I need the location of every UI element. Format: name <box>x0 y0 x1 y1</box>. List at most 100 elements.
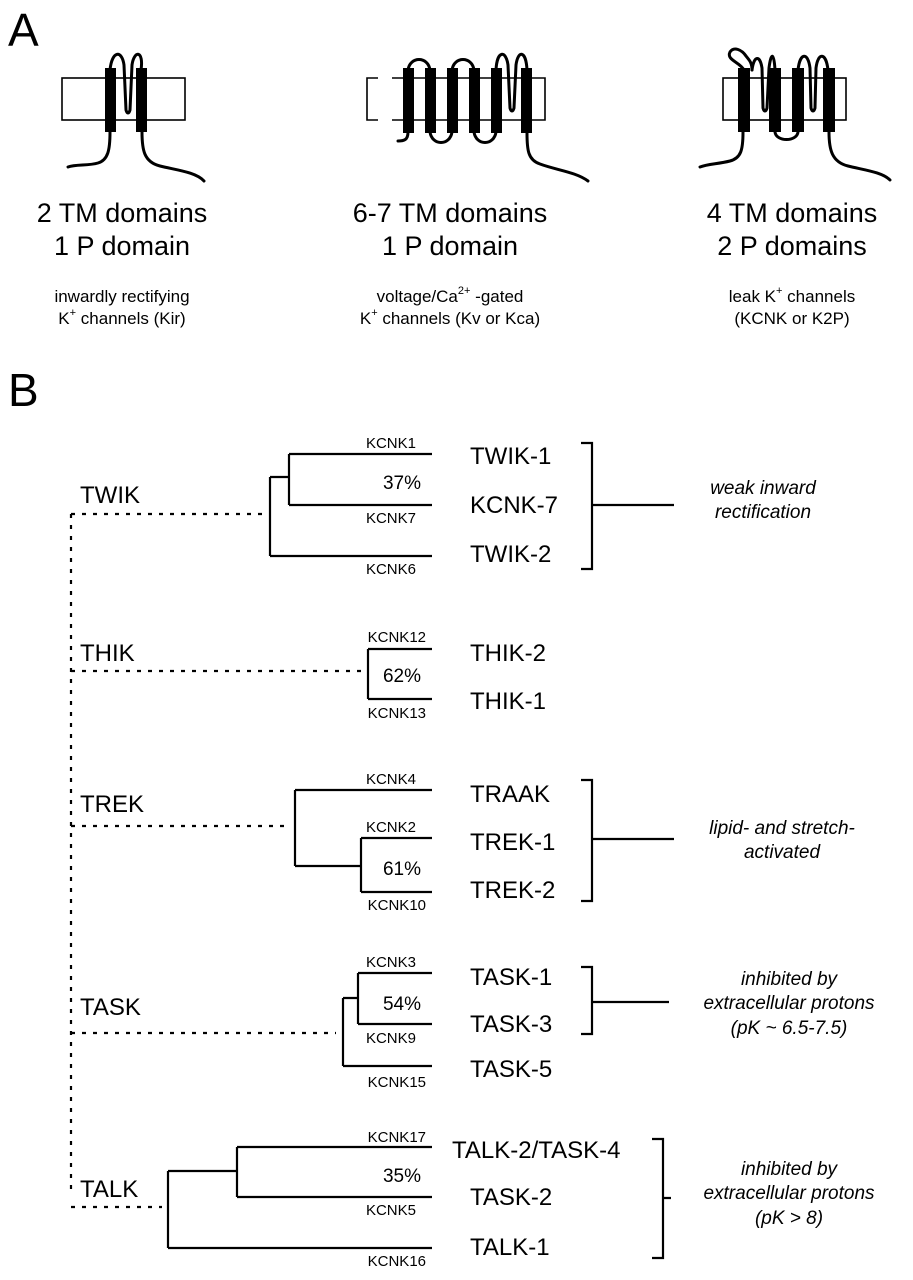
channel-name: TREK-2 <box>470 877 555 904</box>
family-talk: TALK KCNK17 KCNK5 KCNK16 35% TALK-2/TASK… <box>71 1129 875 1270</box>
channel-name: TREK-1 <box>470 829 555 856</box>
channel-name: TASK-5 <box>470 1056 552 1083</box>
kir-tm-count: 2 TM domains <box>37 198 208 228</box>
gene-label: KCNK17 <box>368 1129 426 1146</box>
gene-label: KCNK10 <box>368 897 426 914</box>
tm-segment <box>738 68 750 132</box>
family-label: TREK <box>80 791 144 818</box>
identity-percent: 61% <box>383 859 421 880</box>
subtree-branches <box>268 452 432 558</box>
n-terminus <box>396 130 410 143</box>
channel-name: TWIK-2 <box>470 541 551 568</box>
property-note: rectification <box>715 502 811 523</box>
property-note: activated <box>744 842 821 863</box>
kv-topology-diagram <box>366 52 590 183</box>
tm-segment <box>136 68 147 132</box>
kir-topology-diagram <box>61 52 206 183</box>
kv-desc-1: voltage/Ca2+ -gated <box>377 285 524 306</box>
family-task: TASK KCNK3 KCNK9 KCNK15 54% TASK-1 TASK-… <box>71 954 875 1091</box>
family-label: THIK <box>80 640 135 667</box>
p-loop <box>494 52 529 113</box>
tm-segment <box>792 68 804 132</box>
property-note: inhibited by <box>741 1159 839 1180</box>
channel-name: TWIK-1 <box>470 443 551 470</box>
channel-name: TASK-2 <box>470 1184 552 1211</box>
gene-label: KCNK12 <box>368 629 426 646</box>
panel-a-letter: A <box>8 4 39 56</box>
property-bracket <box>581 965 669 1036</box>
gene-label: KCNK6 <box>366 561 416 578</box>
extracellular-loop <box>450 58 476 72</box>
property-bracket <box>652 1137 671 1260</box>
gene-label: KCNK13 <box>368 705 426 722</box>
channel-name: TRAAK <box>470 781 550 808</box>
intracellular-loop <box>428 130 454 144</box>
channel-name: TASK-3 <box>470 1011 552 1038</box>
c-terminus <box>525 131 590 183</box>
tm-segment <box>769 68 781 132</box>
gene-label: KCNK4 <box>366 771 416 788</box>
cap-loop <box>727 47 754 72</box>
gene-label: KCNK1 <box>366 435 416 452</box>
property-bracket <box>581 441 674 571</box>
gene-label: KCNK7 <box>366 510 416 527</box>
channel-name: KCNK-7 <box>470 492 558 519</box>
kv-p-count: 1 P domain <box>382 231 518 261</box>
k2p-tm-count: 4 TM domains <box>707 198 878 228</box>
channel-name: TALK-2/TASK-4 <box>452 1137 621 1164</box>
gene-label: KCNK3 <box>366 954 416 971</box>
tm-segment <box>491 68 502 133</box>
c-terminus <box>140 130 206 183</box>
identity-percent: 35% <box>383 1166 421 1187</box>
gene-label: KCNK2 <box>366 819 416 836</box>
channel-name: THIK-2 <box>470 640 546 667</box>
channel-name: THIK-1 <box>470 688 546 715</box>
tm-segment <box>521 68 532 133</box>
channel-name: TASK-1 <box>470 964 552 991</box>
tm-segment <box>823 68 835 132</box>
k2p-desc-1: leak K+ channels <box>729 285 855 306</box>
tm-segment <box>403 68 414 133</box>
family-twik: TWIK KCNK1 KCNK7 KCNK6 37% TWIK-1 KCNK-7… <box>71 435 817 578</box>
p-loop-1 <box>750 54 777 113</box>
property-note: extracellular protons <box>703 1183 875 1204</box>
gene-label: KCNK15 <box>368 1074 426 1091</box>
subtree-branches <box>166 1145 432 1250</box>
identity-percent: 54% <box>383 994 421 1015</box>
gene-label: KCNK9 <box>366 1030 416 1047</box>
gene-label: KCNK16 <box>368 1253 426 1270</box>
family-thik: THIK KCNK12 KCNK13 62% THIK-2 THIK-1 <box>71 629 546 722</box>
identity-percent: 37% <box>383 473 421 494</box>
subtree-branches <box>341 971 432 1068</box>
kv-tm-count: 6-7 TM domains <box>353 198 548 228</box>
channel-name: TALK-1 <box>470 1234 550 1261</box>
property-note: extracellular protons <box>703 993 875 1014</box>
intracellular-loop <box>773 130 800 141</box>
tm-segment <box>469 68 480 133</box>
p-loop-2 <box>796 54 830 113</box>
property-note: inhibited by <box>741 969 839 990</box>
tm-segment <box>447 68 458 133</box>
extracellular-loop <box>406 58 432 72</box>
subtree-branches <box>366 647 432 701</box>
membrane-box-left <box>366 77 378 121</box>
property-note: lipid- and stretch- <box>709 818 855 839</box>
property-note: (pK > 8) <box>755 1208 823 1229</box>
property-note: (pK ~ 6.5-7.5) <box>731 1018 848 1039</box>
kv-desc-2: K+ channels (Kv or Kca) <box>360 307 540 328</box>
intracellular-loop <box>472 130 498 144</box>
p-loop <box>108 52 144 115</box>
n-terminus <box>698 130 745 169</box>
kir-p-count: 1 P domain <box>54 231 190 261</box>
c-terminus <box>827 130 892 182</box>
panel-b-letter: B <box>8 364 39 416</box>
k2p-desc-2: (KCNK or K2P) <box>734 309 849 328</box>
kir-desc-2: K+ channels (Kir) <box>58 307 185 328</box>
gene-label: KCNK5 <box>366 1202 416 1219</box>
tm-segment <box>425 68 436 133</box>
tm-segment <box>105 68 116 132</box>
property-note: weak inward <box>710 478 817 499</box>
family-label: TASK <box>80 994 141 1021</box>
property-bracket <box>581 778 674 903</box>
